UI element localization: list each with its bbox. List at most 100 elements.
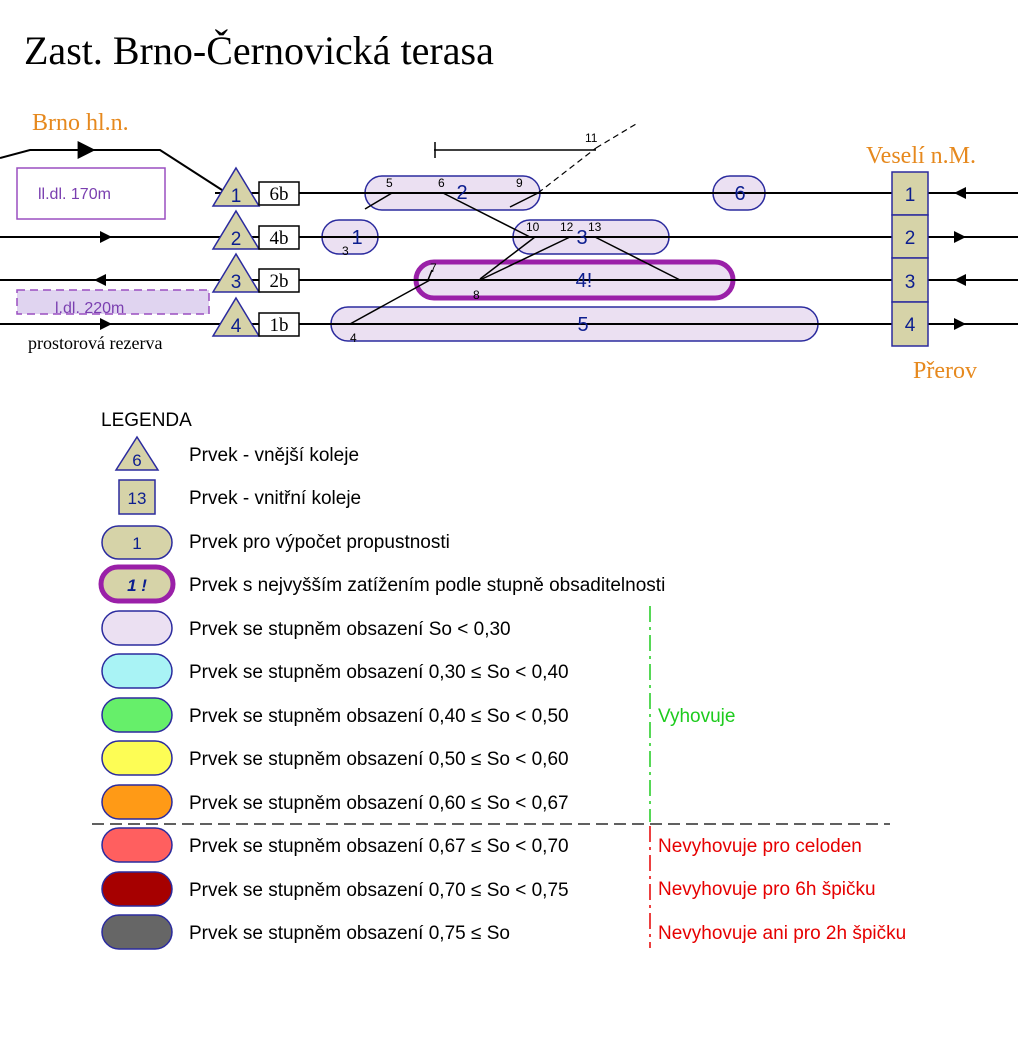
track-label-box — [258, 181, 300, 206]
switch-number: 6 — [438, 176, 445, 190]
switch-number: 12 — [560, 220, 574, 234]
legend-text: Prvek se stupněm obsazení 0,30 ≤ So < 0,… — [189, 662, 569, 683]
legend-text: Prvek - vnější koleje — [189, 445, 359, 466]
outer-track-1: 1 6b — [211, 166, 300, 207]
platform-lower-label: l.dl. 220m — [55, 300, 124, 317]
legend-text: Prvek se stupněm obsazení 0,50 ≤ So < 0,… — [189, 749, 569, 770]
verdict-fail-2h: Nevyhovuje ani pro 2h špičku — [658, 923, 906, 944]
switch-13-line — [594, 236, 681, 281]
legend-item-triangle: 6 Prvek - vnější koleje — [114, 435, 359, 471]
switch-4-line — [349, 279, 431, 325]
verdict-ok: Vyhovuje — [658, 706, 735, 727]
legend-text: Prvek se stupněm obsazení 0,75 ≤ So — [189, 923, 510, 944]
switch-11-line — [537, 147, 597, 194]
occupancy-swatch — [101, 784, 173, 820]
occupancy-swatch — [101, 914, 173, 950]
legend-text: Prvek se stupněm obsazení 0,40 ≤ So < 0,… — [189, 706, 569, 727]
track-label-box — [258, 225, 300, 250]
outer-track-number: 4 — [231, 316, 242, 337]
legend-item-pill: 1 Prvek pro výpočet propustnosti — [101, 525, 450, 560]
station-veseli: Veselí n.M. — [866, 143, 976, 169]
outer-track-number: 1 — [231, 186, 242, 207]
element-label: 2 — [456, 182, 467, 204]
switch-number: 13 — [588, 220, 602, 234]
legend-sample: 1 — [132, 534, 141, 553]
track-label: 4b — [270, 228, 289, 249]
element-label-highest: 4! — [576, 270, 593, 292]
legend-text: Prvek - vnitřní koleje — [189, 488, 361, 509]
occupancy-swatch — [101, 653, 173, 689]
element-label: 6 — [734, 183, 745, 205]
legend-text: Prvek se stupněm obsazení So < 0,30 — [189, 619, 511, 640]
pill-highest-symbol-icon — [98, 564, 176, 604]
inner-track-number: 4 — [905, 315, 916, 336]
switch-number: 5 — [386, 176, 393, 190]
track-label: 6b — [270, 184, 289, 205]
switch-10-line — [479, 236, 536, 280]
switch-11-extension — [595, 123, 637, 149]
platform-lower — [16, 289, 210, 315]
inner-track-box — [891, 214, 929, 259]
legend-sample: 6 — [132, 451, 141, 470]
occupancy-swatch — [101, 871, 173, 907]
outer-track-number: 2 — [231, 229, 242, 250]
legend-text: Prvek pro výpočet propustnosti — [189, 532, 450, 553]
switch-number: 11 — [585, 131, 598, 145]
legend-occupancy-list: Prvek se stupněm obsazení So < 0,30 Prve… — [101, 610, 569, 950]
inner-track-box — [891, 257, 929, 303]
outer-track-triangle — [211, 252, 261, 293]
outer-track-triangle — [211, 296, 261, 337]
reserve-label: prostorová rezerva — [28, 333, 162, 353]
switch-number: 4 — [350, 331, 357, 345]
legend-sample: 1 ! — [127, 576, 147, 595]
legend-sample: 13 — [128, 489, 147, 508]
track-label: 1b — [270, 315, 289, 336]
switch-number: 3 — [342, 244, 349, 258]
outer-track-3: 3 2b — [211, 252, 300, 293]
legend-text: Prvek se stupněm obsazení 0,67 ≤ So < 0,… — [189, 836, 569, 857]
switch-7-line — [427, 269, 433, 281]
legend-item-pill-highest: 1 ! Prvek s nejvyšším zatížením podle st… — [98, 564, 665, 604]
switch-5-line — [364, 192, 393, 210]
inner-track-column: 1 2 3 4 — [891, 171, 929, 347]
outer-track-2: 2 4b — [211, 209, 300, 250]
occupancy-swatch — [101, 610, 173, 646]
square-symbol-icon — [118, 479, 156, 515]
track-label-box — [258, 268, 300, 293]
outer-track-number: 3 — [231, 272, 242, 293]
inner-track-number: 2 — [905, 228, 916, 249]
switch-number: 8 — [473, 288, 480, 302]
inner-track-number: 3 — [905, 272, 916, 293]
switch-number: 9 — [516, 176, 523, 190]
switch-6-line — [442, 192, 531, 238]
inner-track-number: 1 — [905, 185, 916, 206]
element-label: 3 — [576, 227, 587, 249]
page-title: Zast. Brno-Černovická terasa — [24, 28, 494, 73]
pill-symbol-icon — [101, 525, 173, 560]
switch-number: 7 — [430, 261, 437, 275]
switch-number: 10 — [526, 220, 540, 234]
occupancy-swatch — [101, 827, 173, 863]
triangle-symbol-icon — [114, 435, 160, 471]
inner-track-box — [891, 171, 929, 216]
legend-item-square: 13 Prvek - vnitřní koleje — [118, 479, 361, 515]
station-prerov: Přerov — [913, 358, 977, 384]
switch-9-line — [509, 192, 539, 208]
outer-track-triangle — [211, 166, 261, 207]
platform-upper — [16, 167, 166, 220]
switch-12-line — [479, 236, 571, 281]
outer-track-triangle — [211, 209, 261, 250]
legend-text: Prvek s nejvyšším zatížením podle stupně… — [189, 575, 665, 596]
verdict-fail-day: Nevyhovuje pro celoden — [658, 836, 862, 857]
platform-upper-label: ll.dl. 170m — [38, 186, 111, 203]
element-label: 5 — [577, 314, 588, 336]
verdict-fail-6h: Nevyhovuje pro 6h špičku — [658, 879, 876, 900]
track-label-box — [258, 312, 300, 337]
track-label: 2b — [270, 271, 289, 292]
legend-title: LEGENDA — [101, 410, 192, 431]
occupancy-swatch — [101, 740, 173, 776]
inner-track-box — [891, 301, 929, 347]
legend-text: Prvek se stupněm obsazení 0,60 ≤ So < 0,… — [189, 793, 569, 814]
occupancy-swatch — [101, 697, 173, 733]
